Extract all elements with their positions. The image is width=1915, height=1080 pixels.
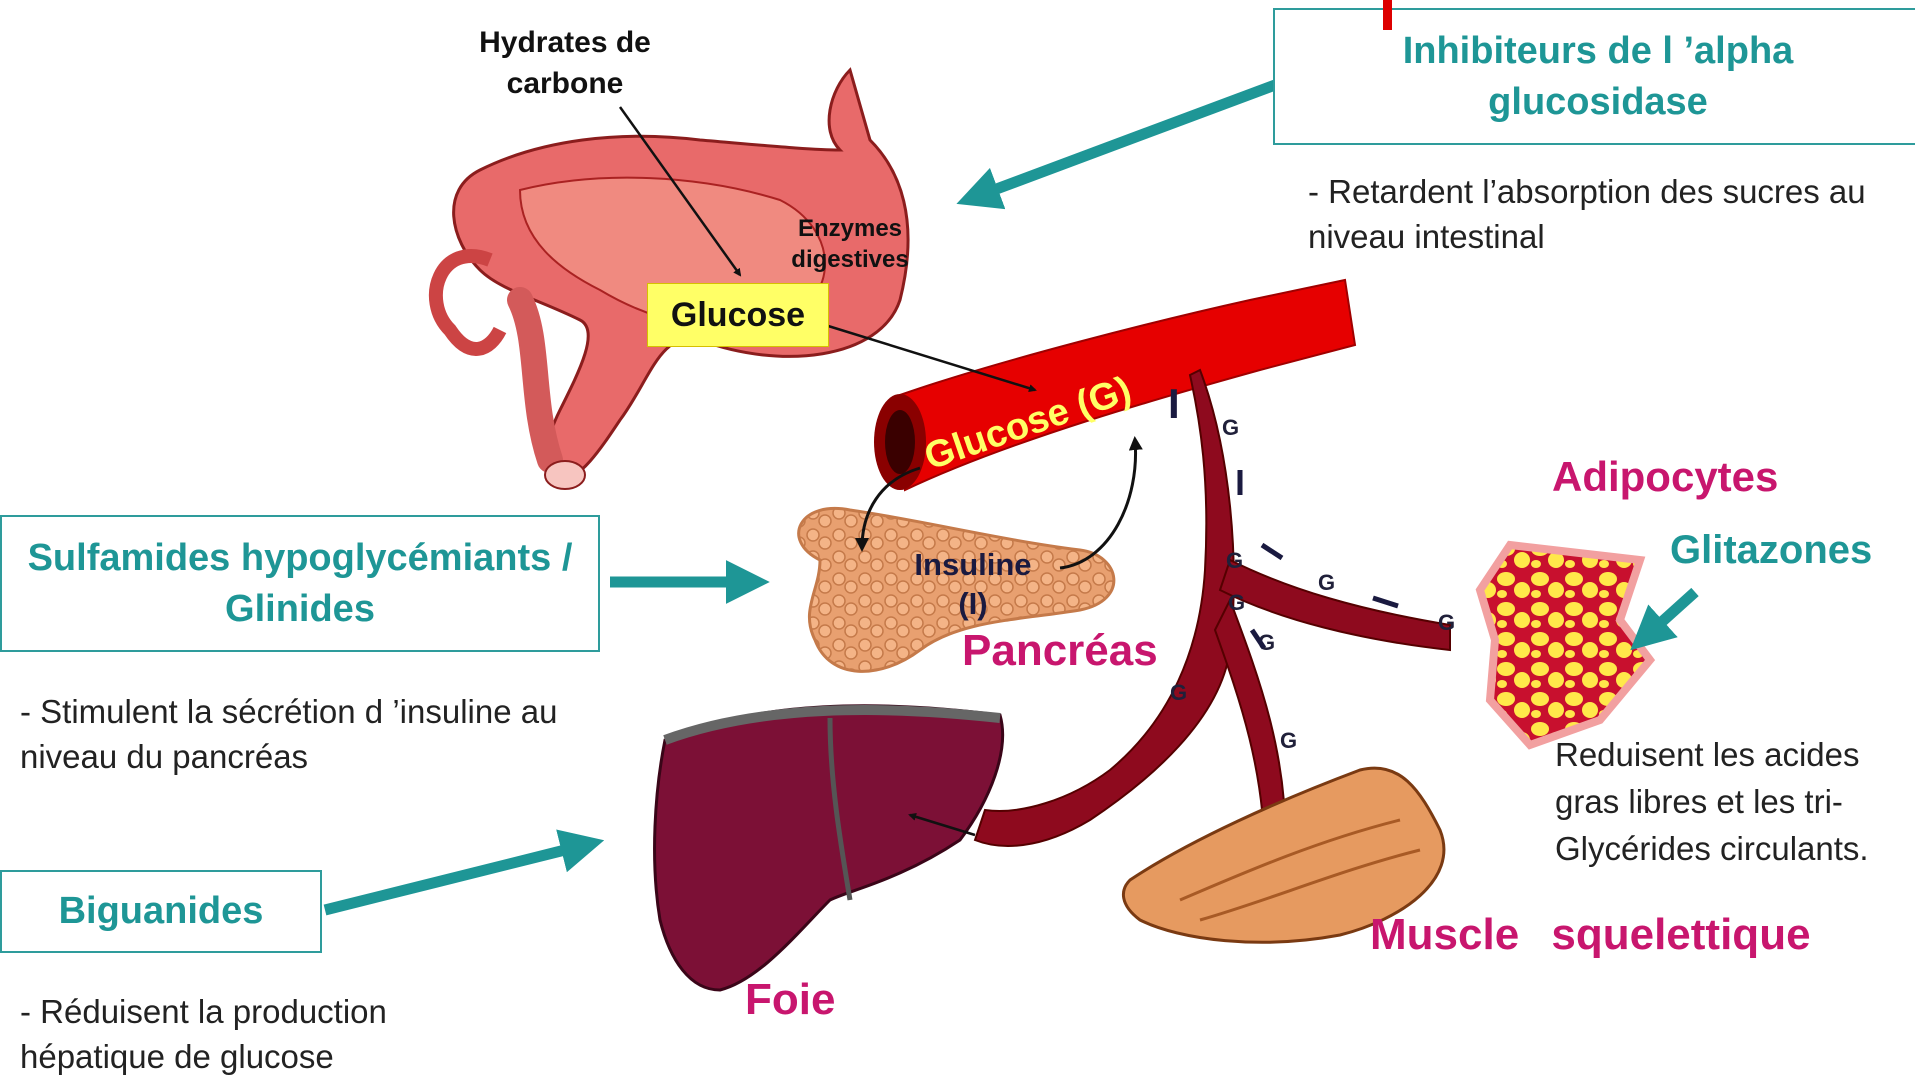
g-mark: G: [1438, 610, 1455, 635]
g-mark: G: [1228, 590, 1245, 615]
biguanides-description: - Réduisent la production hépatique de g…: [20, 990, 460, 1080]
g-mark: G: [1280, 728, 1297, 753]
sulfamides-description: - Stimulent la sécrétion d ’insuline au …: [20, 690, 590, 780]
hydrates-label: Hydrates de carbone: [450, 22, 680, 105]
insuline-label: Insuline (I): [903, 546, 1043, 624]
sulfamides-title: Sulfamides hypoglycémiants / Glinides: [12, 533, 588, 635]
g-mark: G: [1170, 680, 1187, 705]
pancreas-label: Pancréas: [962, 626, 1158, 676]
biguanides-title: Biguanides: [59, 890, 264, 933]
glucose-highlight-box: Glucose: [647, 283, 829, 347]
sulfamides-box: Sulfamides hypoglycémiants / Glinides: [0, 515, 600, 652]
glitazones-label: Glitazones: [1670, 528, 1872, 573]
alpha-glucosidase-box: Inhibiteurs de l ’alpha glucosidase: [1273, 8, 1915, 145]
vessel-insulin-mark: I: [1168, 380, 1180, 427]
muscle-label: Muscle squelettique: [1370, 910, 1811, 960]
g-mark: G: [1222, 415, 1239, 440]
arrow-glucose-to-vessel: [825, 325, 1035, 390]
g-mark: G: [1226, 548, 1243, 573]
alpha-glucosidase-description: - Retardent l’absorption des sucres au n…: [1308, 170, 1898, 260]
stomach-intestine-illustration: [436, 70, 908, 489]
liver-illustration: [655, 706, 1003, 990]
arrow-alpha-to-intestine: [975, 85, 1275, 197]
alpha-glucosidase-title: Inhibiteurs de l ’alpha glucosidase: [1315, 26, 1881, 128]
foie-label: Foie: [745, 975, 835, 1025]
g-mark: G: [1318, 570, 1335, 595]
adipocytes-label: Adipocytes: [1552, 453, 1778, 501]
arrow-glitazones-to-adipocytes: [1645, 592, 1695, 637]
glitazones-description: Reduisent les acides gras libres et les …: [1555, 732, 1905, 873]
enzymes-label: Enzymes digestives: [780, 213, 920, 275]
biguanides-box: Biguanides: [0, 870, 322, 953]
alpha-glucosidase-accent-mark: [1383, 0, 1392, 30]
adipocytes-illustration: [1480, 545, 1650, 745]
arrow-biguanides-to-liver: [325, 845, 585, 910]
